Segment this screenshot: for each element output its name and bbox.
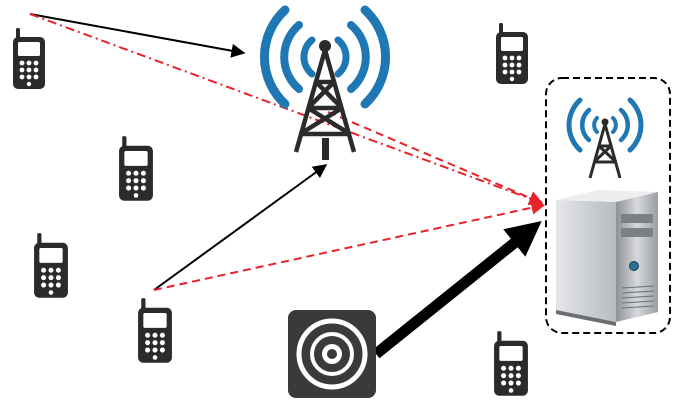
mobile-phone-icon xyxy=(119,136,153,201)
link-phone4-to-tower xyxy=(153,164,328,291)
link-phone4-to-server xyxy=(153,200,546,291)
server-icon xyxy=(556,190,658,326)
edge-server-group xyxy=(545,77,671,334)
links-layer xyxy=(29,13,546,359)
cell-tower-icon xyxy=(259,5,391,160)
mobile-phone-icon xyxy=(138,298,172,363)
mobile-phone-icon xyxy=(494,331,528,396)
link-tower-to-server xyxy=(327,111,544,205)
edge-antenna-icon xyxy=(566,97,644,179)
mobile-phone-icon xyxy=(34,233,68,298)
mobile-phone-icon xyxy=(13,28,45,89)
speaker-icon xyxy=(288,310,376,398)
link-speaker-to-server xyxy=(372,220,542,359)
mobile-phone-icon xyxy=(496,23,528,84)
link-phone1-to-tower xyxy=(29,13,246,58)
link-phone1-to-server xyxy=(29,13,544,206)
edge-server-boundary xyxy=(545,77,671,334)
